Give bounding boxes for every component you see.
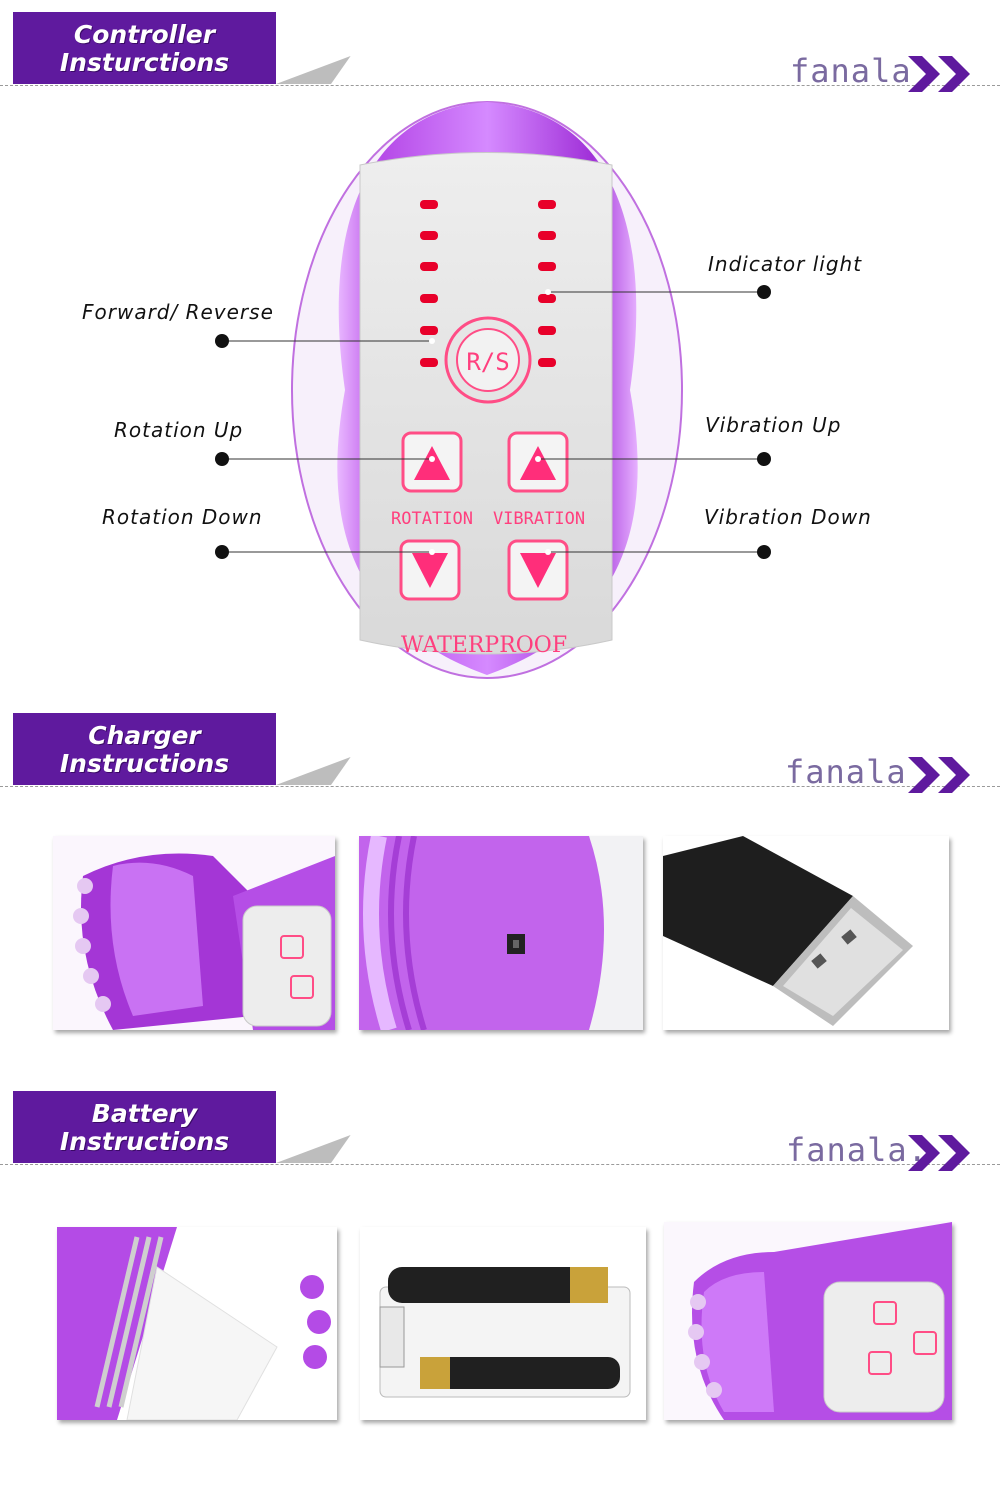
header-divider — [0, 1164, 1000, 1165]
vibration-down-button[interactable] — [507, 539, 569, 601]
label-rotation-up: Rotation Up — [114, 418, 244, 442]
section-title-line2: Instructions — [59, 749, 230, 778]
section-header-charger: Charger Instructions fanala — [0, 713, 1000, 793]
photo-charging-port — [359, 836, 643, 1030]
double-chevron-right-icon — [908, 1135, 970, 1171]
brand-name: fanala — [790, 52, 912, 90]
rs-button-label: R/S — [466, 348, 509, 376]
header-wedge — [276, 1121, 361, 1163]
section-title-line1: Charger — [88, 721, 201, 750]
section-title-line1: Battery — [91, 1099, 198, 1128]
controller-diagram: R/S ROTATION VIBRATION WATERPROOF — [215, 101, 771, 679]
arrow-up-icon — [520, 446, 556, 480]
waterproof-text: WATERPROOF — [401, 633, 567, 658]
arrow-up-icon — [414, 446, 450, 480]
label-rotation-down: Rotation Down — [102, 505, 263, 529]
label-forward-reverse: Forward/ Reverse — [82, 300, 274, 324]
photo-device-side — [664, 1222, 952, 1420]
callout-lines — [215, 285, 771, 559]
section-title-tab: Controller Insturctions — [13, 12, 276, 84]
label-vibration-down: Vibration Down — [704, 505, 872, 529]
section-header-battery: Battery Instructions fanala. — [0, 1091, 1000, 1171]
section-header-controller: Controller Insturctions fanala — [0, 12, 1000, 92]
rs-button[interactable]: R/S — [444, 316, 532, 404]
indicator-leds-left — [420, 200, 438, 367]
double-chevron-right-icon — [908, 757, 970, 793]
brand-name: fanala — [785, 753, 907, 791]
rotation-text: ROTATION — [391, 509, 473, 529]
vibration-text: VIBRATION — [493, 509, 585, 529]
indicator-leds-right — [538, 200, 556, 367]
header-divider — [0, 786, 1000, 787]
section-title-line2: Instructions — [59, 1127, 230, 1156]
section-title-line2: Insturctions — [59, 48, 230, 77]
arrow-down-icon — [412, 553, 448, 588]
double-chevron-right-icon — [908, 56, 970, 92]
arrow-down-icon — [520, 553, 556, 588]
label-indicator-light: Indicator light — [708, 252, 863, 276]
rotation-down-button[interactable] — [399, 539, 461, 601]
header-wedge — [276, 743, 361, 785]
header-wedge — [276, 42, 361, 84]
section-title-line1: Controller — [73, 20, 216, 49]
photo-battery-holder — [360, 1227, 646, 1420]
section-title-tab: Battery Instructions — [13, 1091, 276, 1163]
photo-device-head — [53, 836, 335, 1030]
section-title-tab: Charger Instructions — [13, 713, 276, 785]
brand-name: fanala. — [786, 1131, 928, 1169]
header-divider — [0, 85, 1000, 86]
photo-battery-compartment — [57, 1227, 337, 1420]
label-vibration-up: Vibration Up — [705, 413, 842, 437]
photo-usb-cable — [663, 836, 949, 1030]
